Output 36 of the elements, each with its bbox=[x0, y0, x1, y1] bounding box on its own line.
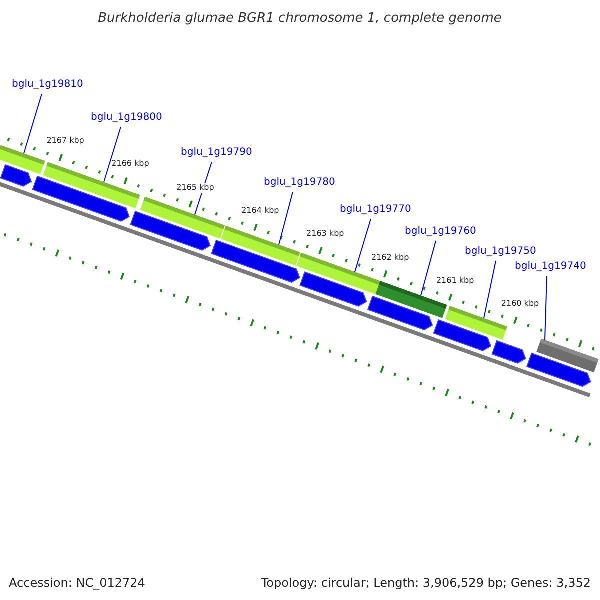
title: Burkholderia glumae BGR1 chromosome 1, complete genome bbox=[97, 10, 503, 28]
leader-line bbox=[354, 218, 372, 273]
scale-label: 2167 kbp bbox=[46, 136, 84, 146]
scale-label: 2160 kbp bbox=[501, 299, 540, 310]
gene-feature-block bbox=[433, 319, 492, 352]
gene-label: bglu_1g19750 bbox=[465, 245, 536, 258]
leader-line bbox=[104, 126, 122, 183]
gene-label: bglu_1g19810 bbox=[12, 78, 84, 91]
gene-label: bglu_1g19760 bbox=[405, 225, 476, 238]
gene-label: bglu_1g19780 bbox=[264, 176, 336, 189]
scale-label: 2162 kbp bbox=[371, 252, 410, 263]
leader-line bbox=[278, 192, 294, 246]
gene-label: bglu_1g19740 bbox=[515, 260, 586, 273]
leader-line bbox=[420, 240, 436, 296]
gene-feature-block bbox=[526, 352, 592, 388]
gene-feature-bar bbox=[0, 145, 46, 174]
leader-line bbox=[24, 94, 42, 154]
gene-label: bglu_1g19770 bbox=[340, 203, 412, 216]
scale-label: 2166 kbp bbox=[112, 159, 150, 170]
gene-feature-block bbox=[211, 240, 300, 283]
scale-label: 2163 kbp bbox=[306, 229, 344, 240]
gene-label: bglu_1g19800 bbox=[91, 111, 162, 124]
leader-line bbox=[484, 260, 496, 319]
scale-label: 2165 kbp bbox=[176, 182, 214, 193]
gene-feature-block bbox=[492, 340, 526, 364]
scale-label: 2161 kbp bbox=[436, 276, 474, 286]
scale-label: 2164 kbp bbox=[242, 206, 280, 216]
genome-info-text: Topology: circular; Length: 3,906,529 bp; Genes: 3,352 bbox=[261, 575, 591, 592]
leader-line bbox=[544, 276, 548, 341]
accession-text: Accession: NC_012724 bbox=[9, 575, 146, 592]
gene-feature-block bbox=[32, 176, 130, 222]
gene-feature-block bbox=[130, 210, 211, 251]
gene-label: bglu_1g19790 bbox=[181, 146, 252, 159]
gene-feature-block bbox=[300, 272, 368, 307]
gene-feature-block bbox=[367, 296, 434, 330]
gene-feature-block bbox=[0, 164, 32, 187]
